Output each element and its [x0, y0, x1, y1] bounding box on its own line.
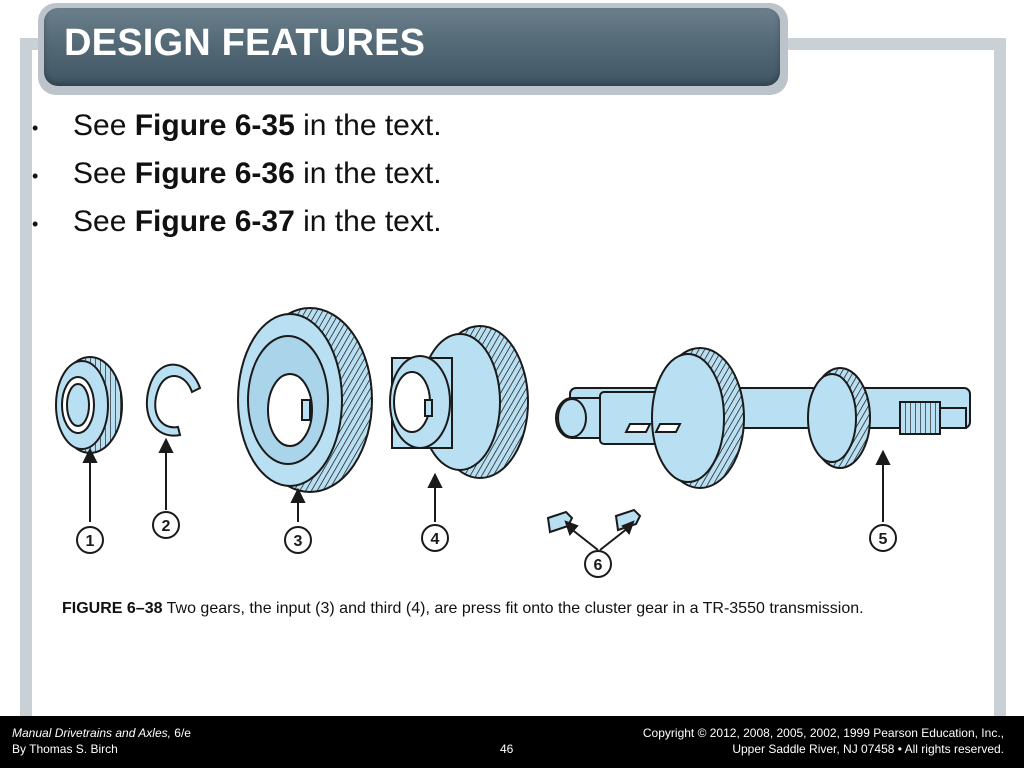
- input-gear-part: [237, 307, 373, 493]
- callout-2: 2: [162, 518, 171, 535]
- footer-author: By Thomas S. Birch: [12, 742, 118, 756]
- slide-frame-right: [994, 38, 1006, 728]
- cluster-gear-shaft-part: [555, 347, 971, 489]
- slide-title: DESIGN FEATURES: [64, 22, 426, 64]
- bullet-post: in the text.: [294, 205, 442, 238]
- bearing-part: [55, 356, 123, 454]
- woodruff-keys-part: [546, 508, 642, 534]
- page-number: 46: [500, 742, 514, 756]
- third-gear-part: [389, 325, 529, 479]
- figure-reference: Figure 6-37: [134, 205, 295, 238]
- bullet-dot: •: [32, 166, 39, 186]
- bullet-pre: See: [73, 157, 135, 190]
- callout-1: 1: [86, 533, 95, 550]
- callout-5: 5: [879, 531, 888, 548]
- copyright-line-1: Copyright © 2012, 2008, 2005, 2002, 1999…: [642, 726, 1004, 740]
- book-edition: 6/e: [170, 726, 191, 740]
- bullet-pre: See: [73, 109, 135, 142]
- bullet-dot: •: [32, 214, 39, 234]
- figure-reference: Figure 6-35: [134, 109, 295, 142]
- footer-book-title: Manual Drivetrains and Axles, 6/e: [12, 726, 191, 740]
- footer-bar: Manual Drivetrains and Axles, 6/e By Tho…: [0, 716, 1024, 768]
- title-bar: [44, 8, 780, 86]
- callout-4: 4: [431, 531, 440, 548]
- callout-arrows: [82, 437, 891, 551]
- transmission-parts-figure: 1 2 3 4 5 6: [55, 307, 971, 578]
- figure-caption: FIGURE 6–38 Two gears, the input (3) and…: [62, 597, 962, 621]
- bullet-dot: •: [32, 118, 39, 138]
- callout-6: 6: [594, 557, 603, 574]
- book-title: Manual Drivetrains and Axles,: [12, 726, 171, 740]
- slide-frame-left: [20, 38, 32, 728]
- copyright-line-2: Upper Saddle River, NJ 07458 • All right…: [732, 742, 1004, 756]
- figure-reference: Figure 6-36: [134, 157, 295, 190]
- bullet-pre: See: [73, 205, 135, 238]
- callout-labels: 1 2 3 4 5 6: [76, 511, 897, 578]
- bullet-post: in the text.: [294, 109, 442, 142]
- figure-caption-text: Two gears, the input (3) and third (4), …: [162, 600, 864, 617]
- callout-3: 3: [294, 533, 303, 550]
- figure-caption-label: FIGURE 6–38: [62, 600, 163, 617]
- snap-ring-part: [145, 363, 202, 437]
- bullet-post: in the text.: [294, 157, 442, 190]
